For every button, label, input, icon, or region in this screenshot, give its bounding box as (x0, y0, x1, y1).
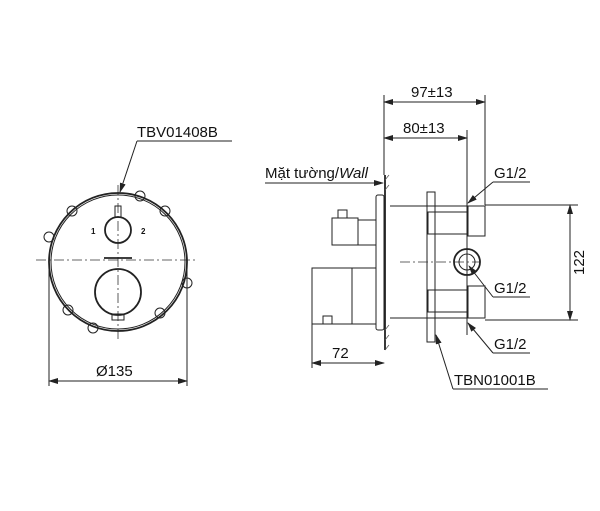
body-depth-label: 80±13 (403, 120, 445, 137)
position-2-label: 2 (141, 227, 146, 236)
port-top-label: G1/2 (494, 165, 527, 182)
height-label: 122 (571, 250, 588, 275)
body-part-label: TBN01001B (454, 372, 536, 389)
overall-depth-label: 97±13 (411, 84, 453, 101)
diverter-handle (331, 217, 359, 246)
handle-depth-label: 72 (332, 345, 349, 362)
part-leader-line (119, 140, 138, 193)
wall-label: Mặt tường/Wall (265, 165, 369, 182)
front-part-label: TBV01408B (137, 124, 218, 141)
thermostat-knob (94, 268, 142, 316)
diameter-label: Ø135 (96, 363, 133, 380)
side-view: Mặt tường/Wall 97±13 80±13 72 (265, 84, 588, 390)
position-1-label: 1 (91, 227, 96, 236)
port-middle-label: G1/2 (494, 280, 527, 297)
diverter-indicator (114, 205, 122, 218)
front-view: 1 2 TBV01408B Ø135 (36, 124, 232, 386)
middle-inlet-port (453, 248, 481, 276)
faceplate-circle (48, 192, 188, 332)
valve-body (426, 191, 436, 343)
port-bottom-label: G1/2 (494, 336, 527, 353)
cover-plate (375, 194, 385, 331)
